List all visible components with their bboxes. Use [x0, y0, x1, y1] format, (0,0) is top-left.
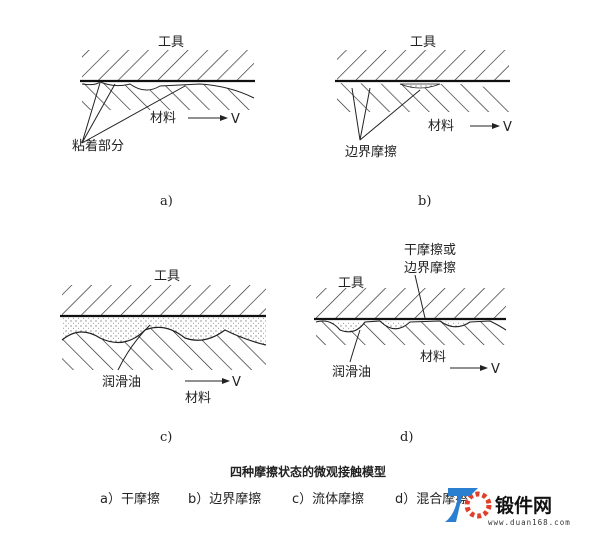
caption-a: a）干摩擦 [100, 491, 160, 507]
tool-label-d: 工具 [338, 276, 364, 291]
callout-top-line1: 干摩擦或 [404, 242, 456, 258]
panel-label-b: b) [418, 194, 431, 209]
callout-top-line2: 边界摩擦 [404, 260, 456, 276]
tool-label-c: 工具 [154, 269, 180, 284]
caption-b: b）边界摩擦 [188, 491, 261, 507]
velocity-label-a: V [231, 112, 240, 127]
material-label-d: 材料 [420, 350, 446, 365]
panel-d: 工具 干摩擦或 边界摩擦 润滑油 材料 V d) [314, 242, 507, 445]
callout-lubricant-d: 润滑油 [332, 365, 371, 380]
figure-title: 四种摩擦状态的微观接触模型 [230, 464, 386, 479]
panel-label-a: a) [160, 194, 173, 209]
tool-label-b: 工具 [410, 35, 436, 50]
panel-label-d: d) [400, 430, 413, 445]
material-label-b: 材料 [428, 119, 454, 134]
panel-b: 工具 材料 V 边界摩擦 b) [335, 35, 512, 209]
callout-lubricant-c: 润滑油 [102, 375, 141, 390]
watermark-url: www.duan168.com [488, 518, 571, 527]
callout-boundary: 边界摩擦 [345, 144, 397, 160]
material-label-c: 材料 [185, 391, 211, 406]
tool-label-a: 工具 [158, 35, 184, 50]
panel-c: 工具 润滑油 V 材料 c) [60, 269, 267, 445]
velocity-label-c: V [232, 375, 241, 390]
caption-c: c）流体摩擦 [292, 491, 364, 507]
watermark-name: 锻件网 [495, 494, 552, 517]
callout-adhesion: 粘着部分 [72, 138, 124, 154]
velocity-label-b: V [503, 120, 512, 135]
velocity-label-d: V [491, 362, 500, 377]
panel-a: 工具 材料 V 粘着部分 a) [72, 35, 255, 209]
panel-label-c: c) [160, 430, 172, 445]
material-label-a: 材料 [150, 111, 176, 126]
watermark-logo: 锻件网 www.duan168.com [445, 488, 571, 527]
